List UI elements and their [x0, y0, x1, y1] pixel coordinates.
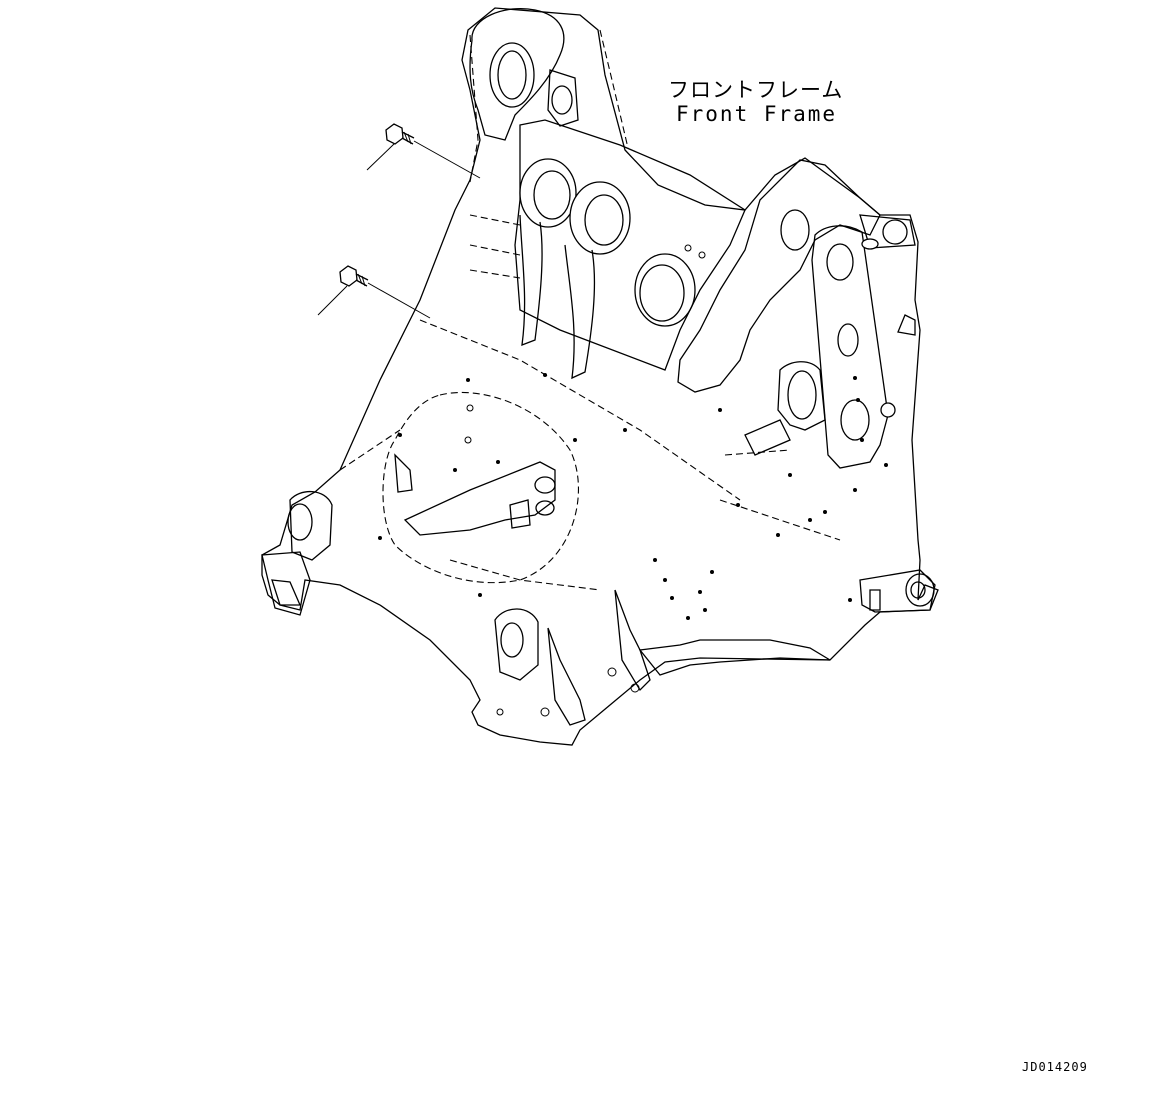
bolt-upper[interactable] [366, 123, 481, 179]
part-label-english: Front Frame [676, 102, 838, 126]
access-cover-plate [382, 391, 580, 584]
upper-left-boss [469, 8, 579, 141]
bolt-holes [378, 373, 888, 620]
center-bushing-assembly [469, 119, 746, 380]
hidden-lines [339, 319, 841, 591]
drawing-id-label: JD014209 [1022, 1060, 1088, 1074]
part-label-japanese: フロントフレーム [668, 78, 844, 102]
lower-front-boss [494, 589, 831, 726]
lower-left-boss [261, 490, 333, 616]
bolt-lower[interactable] [317, 265, 431, 319]
right-hinge-bracket [859, 569, 936, 613]
right-upright-tower [677, 159, 916, 469]
